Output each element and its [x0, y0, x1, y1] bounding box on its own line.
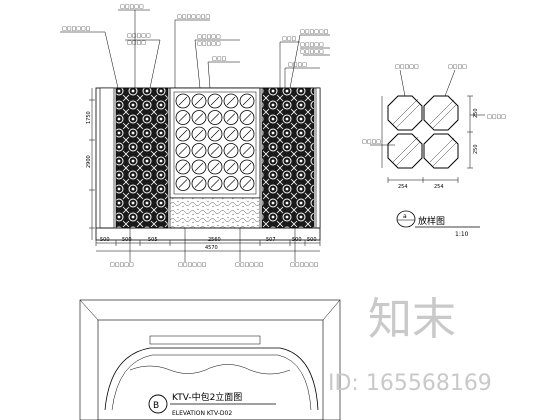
- grid-circle-hatch: [194, 113, 204, 122]
- grid-circle-hatch: [242, 113, 252, 122]
- dim-bottom-2: 500: [122, 237, 132, 243]
- svg-text:□□□□: □□□□: [362, 139, 381, 145]
- grid-circle-hatch: [226, 129, 236, 139]
- stone-base: [169, 197, 261, 229]
- carved-panel-left: [115, 87, 169, 229]
- grid-circle-hatch: [210, 179, 220, 188]
- bottom-annotations: [129, 228, 296, 262]
- detail-dim-2: 254: [434, 184, 444, 190]
- top-annotations: [60, 9, 330, 89]
- svg-text:□□□□□□: □□□□□□: [62, 26, 91, 32]
- grid-circle-hatch: [242, 96, 252, 106]
- detail-title: 放样图: [418, 215, 445, 227]
- dim-bottom-7: 500: [307, 237, 317, 243]
- svg-text:□□□□□□□: □□□□□□□: [177, 14, 210, 20]
- grid-circle-hatch: [178, 179, 188, 188]
- dim-left-1: 1750: [86, 111, 92, 124]
- detail-dim-1: 254: [398, 184, 408, 190]
- grid-circle-hatch: [210, 162, 220, 172]
- grid-circle-hatch: [194, 129, 204, 139]
- svg-text:□□□□: □□□□: [127, 40, 146, 46]
- svg-text:□□□□□: □□□□□: [300, 42, 324, 48]
- detail-tag-circle: [396, 210, 416, 228]
- detail-annotation-text: □□□□□ □□□□ □□□□ □□□□: [362, 64, 506, 145]
- svg-text:□□□□: □□□□: [448, 64, 467, 70]
- svg-text:□□□□□: □□□□□: [197, 41, 221, 47]
- grid-circle-hatch: [210, 113, 220, 122]
- svg-text:□□□□□: □□□□□: [110, 262, 134, 268]
- grid-circle-hatch: [194, 96, 204, 106]
- grid-circle-hatch: [242, 146, 252, 155]
- grid-circle-hatch: [242, 179, 252, 188]
- elevation-tag-circle: [148, 394, 168, 414]
- grid-circle-hatch: [178, 162, 188, 172]
- grid-circle-hatch: [178, 146, 188, 155]
- grid-circle-hatch: [210, 146, 220, 155]
- svg-text:□□□□: □□□□: [487, 114, 506, 120]
- elevation-subtitle: ELEVATION KTV-D02: [172, 410, 232, 417]
- dim-bottom-5: 507: [266, 237, 276, 243]
- detail-dimension-lines: [370, 69, 485, 183]
- grid-circle-hatch: [194, 162, 204, 172]
- grid-circle-hatch: [226, 146, 236, 155]
- detail-tag: a: [403, 213, 407, 220]
- dim-bottom-1: 500: [100, 237, 110, 243]
- svg-text:□□□□□: □□□□□: [300, 49, 324, 55]
- bottom-annotation-text: □□□□□ □□□□□□ □□□□□□ □□□□□□: [110, 262, 319, 268]
- center-frame-inner: [173, 91, 257, 195]
- svg-text:□□□□□: □□□□□: [127, 33, 151, 39]
- svg-text:□□□□□: □□□□□: [395, 64, 419, 70]
- svg-text:□□□: □□□: [212, 56, 226, 62]
- top-annotation-text: □□□□□□ □□□□□ □□□□□ □□□□ □□□□□□□ □□□□□ □□…: [62, 4, 329, 68]
- dim-total: 4570: [205, 245, 218, 251]
- grid-circle-hatch: [178, 96, 188, 106]
- watermark-id: ID: 165568169: [328, 371, 492, 396]
- svg-text:□□□□□□: □□□□□□: [178, 262, 207, 268]
- detail-scale: 1:10: [455, 231, 469, 238]
- svg-text:□□□□□: □□□□□: [120, 4, 144, 10]
- circle-grid: [175, 93, 255, 191]
- grid-circle-hatch: [210, 96, 220, 106]
- grid-circle-hatch: [242, 162, 252, 172]
- elevation-drawing: □□□□□□ □□□□□ □□□□□ □□□□ □□□□□□□ □□□□□ □□…: [60, 4, 330, 268]
- side-pilaster-left: [99, 87, 115, 229]
- grid-circle-hatch: [194, 179, 204, 188]
- svg-text:□□□□□□: □□□□□□: [300, 29, 329, 35]
- elevation-tag: B: [153, 401, 159, 411]
- grid-circle-hatch: [178, 129, 188, 139]
- dim-bottom-4: 2560: [208, 237, 221, 243]
- bottom-dimensions: [95, 240, 321, 252]
- dim-bottom-6: 500: [292, 237, 302, 243]
- grid-circle-hatch: [242, 129, 252, 139]
- grid-circle-hatch: [210, 129, 220, 139]
- grid-circle-hatch: [178, 113, 188, 122]
- detail-dim-4: 250: [473, 144, 479, 154]
- watermark-brand: 知末: [368, 294, 456, 345]
- grid-circle-hatch: [226, 96, 236, 106]
- detail-drawing: 254 254 250 250 □□□□□ □□□□ □□□□ □□□□ a 放…: [362, 64, 506, 238]
- svg-text:□□□: □□□: [282, 36, 296, 42]
- grid-circle-hatch: [194, 146, 204, 155]
- svg-text:□□□□□□: □□□□□□: [290, 262, 319, 268]
- elevation-title: KTV-中包2立面图: [172, 391, 242, 403]
- svg-text:□□□□□□: □□□□□□: [235, 262, 264, 268]
- carved-panel-right: [261, 87, 315, 229]
- grid-circle-hatch: [226, 162, 236, 172]
- detail-octagons: [387, 95, 459, 169]
- dim-bottom-3: 505: [148, 237, 158, 243]
- plan-drawing: [79, 299, 341, 420]
- detail-dim-3: 250: [473, 108, 479, 118]
- grid-circle-hatch: [226, 179, 236, 188]
- dim-left-2: 2900: [86, 155, 92, 168]
- grid-circle-hatch: [226, 113, 236, 122]
- left-dimensions: [89, 88, 95, 240]
- svg-text:□□□□: □□□□: [288, 62, 307, 68]
- side-pilaster-right: [315, 87, 321, 229]
- svg-text:□□□□□: □□□□□: [197, 34, 221, 40]
